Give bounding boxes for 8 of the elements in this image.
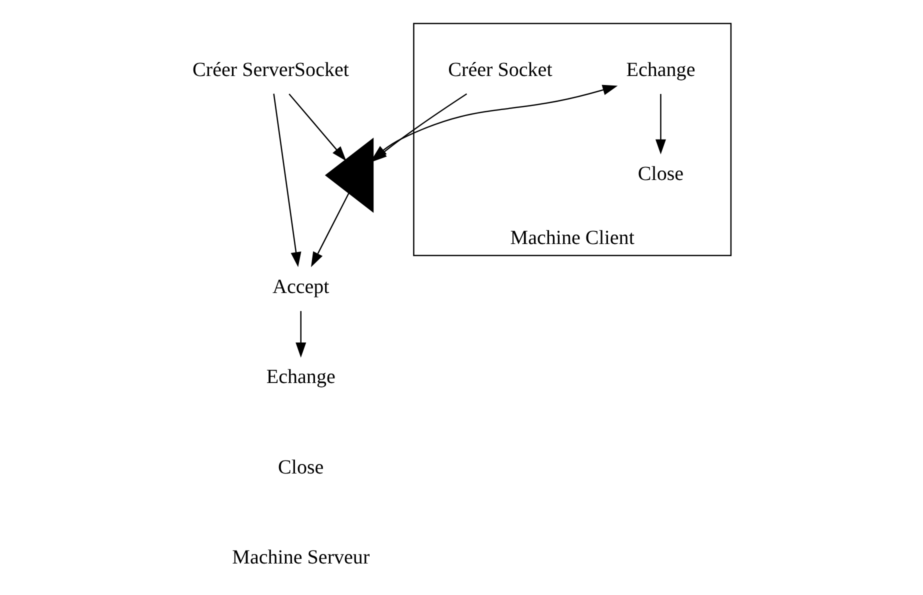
node-text: Close (278, 456, 324, 478)
node-text: Créer ServerSocket (192, 58, 348, 81)
node-text: Echange (626, 58, 695, 81)
node-text: Accept (272, 276, 329, 298)
node-text: Créer Socket (448, 58, 552, 81)
node-text: Echange (266, 366, 335, 388)
label: Machine Serveur (232, 546, 370, 569)
node-text: Close (637, 163, 684, 186)
